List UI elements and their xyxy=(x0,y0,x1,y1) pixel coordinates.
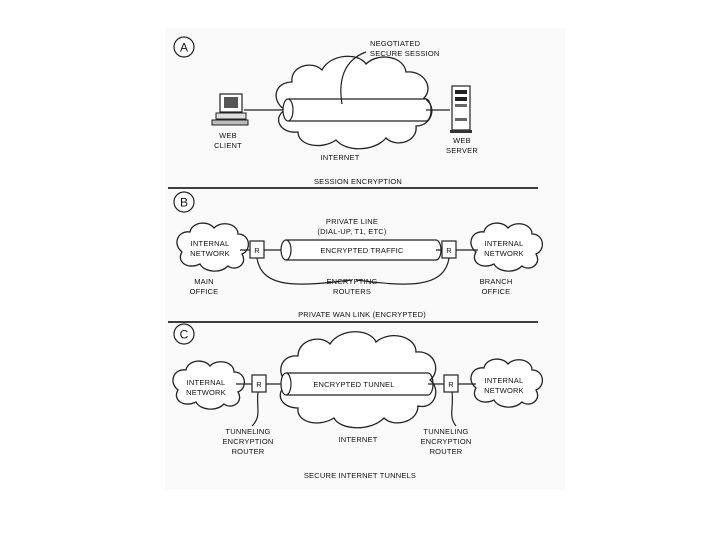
router-right-c-label: R xyxy=(448,380,454,389)
internal-network-cloud-left-b xyxy=(176,222,249,272)
right-network-label-1: INTERNAL xyxy=(485,239,524,248)
router-right-c xyxy=(443,374,459,393)
section-b-marker xyxy=(173,191,195,213)
right-router-label-1: TUNNELING xyxy=(423,427,468,436)
router-right-b-label: R xyxy=(446,246,452,255)
private-line-label-2: (DIAL-UP, T1, ETC) xyxy=(317,227,386,236)
negotiated-callout xyxy=(340,51,367,105)
section-a-marker xyxy=(173,36,195,58)
routers-label-1: ENCRYPTING xyxy=(326,277,377,286)
left-network-label-2: NETWORK xyxy=(190,249,230,258)
negotiated-label-2: SECURE SESSION xyxy=(370,49,439,58)
right-router-label-3: ROUTER xyxy=(430,447,463,456)
right-router-label-2: ENCRYPTION xyxy=(420,437,471,446)
negotiated-label-1: NEGOTIATED xyxy=(370,39,421,48)
internal-network-cloud-left-c xyxy=(172,360,245,410)
section-b-caption: PRIVATE WAN LINK (ENCRYPTED) xyxy=(298,310,426,319)
router-left-c-label: R xyxy=(256,380,262,389)
web-client-label-2: CLIENT xyxy=(214,141,242,150)
main-office-label-1: MAIN xyxy=(194,277,214,286)
section-c-marker xyxy=(173,323,195,345)
internal-network-cloud-right-b xyxy=(470,222,543,272)
router-left-b-label: R xyxy=(254,246,260,255)
section-c: C INTERNAL NETWORK INTERNAL NETWORK R R … xyxy=(172,323,543,480)
internet-label-c: INTERNET xyxy=(338,435,377,444)
left-router-label-2: ENCRYPTION xyxy=(222,437,273,446)
web-client-computer-icon xyxy=(211,93,249,126)
left-network-c-label-2: NETWORK xyxy=(186,388,226,397)
web-client-label-1: WEB xyxy=(219,131,237,140)
left-router-callout xyxy=(251,391,259,427)
branch-office-label-2: OFFICE xyxy=(482,287,511,296)
section-b-letter: B xyxy=(180,196,188,210)
section-b: B PRIVATE LINE (DIAL-UP, T1, ETC) INTERN… xyxy=(173,191,543,319)
secure-session-tunnel xyxy=(282,98,432,122)
main-office-label-2: OFFICE xyxy=(190,287,219,296)
tunnel-label-c: ENCRYPTED TUNNEL xyxy=(313,380,394,389)
internal-network-cloud-right-c xyxy=(470,358,543,408)
section-c-letter: C xyxy=(180,328,189,342)
internet-label-a: INTERNET xyxy=(320,153,359,162)
right-network-label-2: NETWORK xyxy=(484,249,524,258)
right-router-callout xyxy=(451,391,457,427)
section-c-caption: SECURE INTERNET TUNNELS xyxy=(304,471,416,480)
web-server-label-2: SERVER xyxy=(446,146,478,155)
web-server-label-1: WEB xyxy=(453,136,471,145)
section-a-caption: SESSION ENCRYPTION xyxy=(314,177,402,186)
private-line-label-1: PRIVATE LINE xyxy=(326,217,378,226)
section-a-letter: A xyxy=(180,41,188,55)
left-router-label-3: ROUTER xyxy=(232,447,265,456)
left-network-c-label-1: INTERNAL xyxy=(187,378,226,387)
branch-office-label-1: BRANCH xyxy=(480,277,513,286)
encrypting-routers-callout xyxy=(256,257,450,285)
tunnel-label-b: ENCRYPTED TRAFFIC xyxy=(320,246,404,255)
encrypted-traffic-tunnel xyxy=(280,239,442,261)
router-left-c xyxy=(251,374,267,393)
right-network-c-label-2: NETWORK xyxy=(484,386,524,395)
web-server-icon xyxy=(450,85,472,133)
left-router-label-1: TUNNELING xyxy=(225,427,270,436)
routers-label-2: ROUTERS xyxy=(333,287,371,296)
right-network-c-label-1: INTERNAL xyxy=(485,376,524,385)
section-a: A NEGOTIATED SECURE SESSION WEB CLIENT xyxy=(173,36,478,186)
encrypted-tunnel xyxy=(280,372,434,396)
left-network-label-1: INTERNAL xyxy=(191,239,230,248)
